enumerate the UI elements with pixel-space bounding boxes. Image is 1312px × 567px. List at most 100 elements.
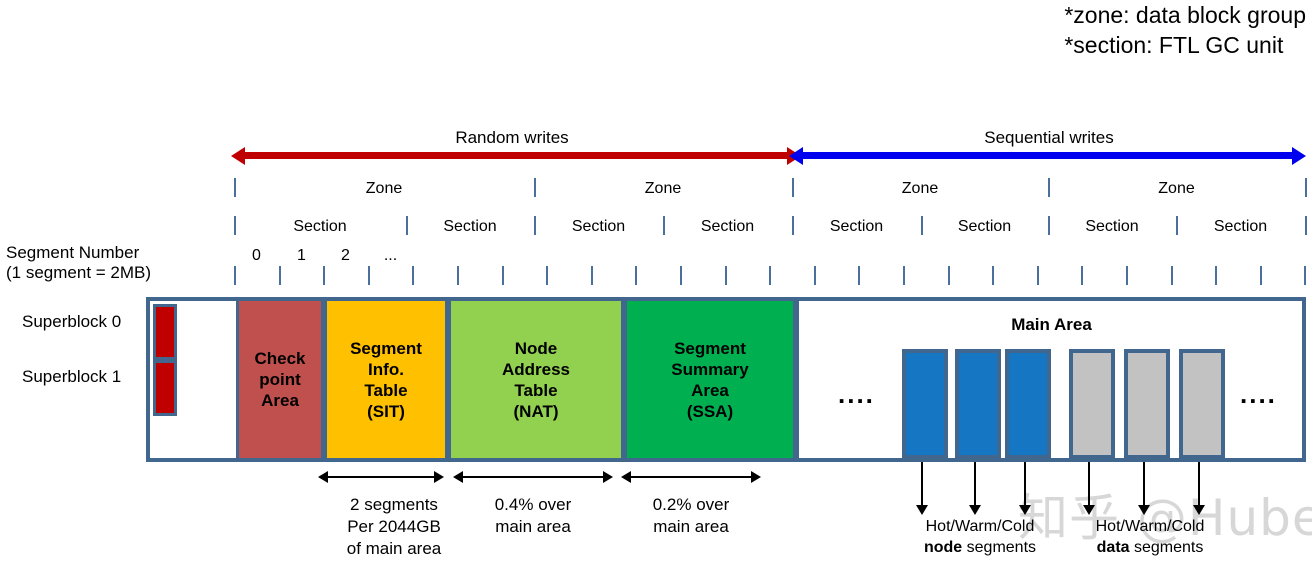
segment-tick-11 (725, 266, 727, 285)
zone-label-3: Zone (1158, 180, 1195, 197)
sit-line-1: Segment (350, 338, 422, 358)
segment-tick-15 (903, 266, 905, 285)
segment-number-2: 2 (341, 247, 350, 264)
section-label-1: Section (443, 218, 497, 235)
segment-number-1: 1 (297, 247, 306, 264)
segment-tick-9 (635, 266, 637, 285)
data-segments-caption-rest: segments (1129, 539, 1204, 556)
data-segments-caption-bold: data (1096, 539, 1130, 556)
section-tick-2 (534, 216, 536, 235)
callout-line-data-3 (1198, 462, 1200, 506)
section-label-2: Section (571, 218, 626, 235)
node-segments-caption-bold: node (923, 539, 963, 556)
main-area-divider (796, 301, 799, 458)
zone-tick-2 (792, 178, 794, 197)
nat-line-4: (NAT) (513, 401, 559, 421)
callout-line-data-2 (1143, 462, 1145, 506)
segment-number-3: ... (383, 247, 398, 264)
main-area-left-ellipsis: .... (838, 379, 875, 409)
node-segments-caption-line-1: Hot/Warm/Cold (925, 518, 1035, 535)
segment-number-label-line2: (1 segment = 2MB) (6, 263, 152, 282)
callout-head-data-3 (1193, 505, 1205, 515)
section-label-6: Section (1085, 218, 1139, 235)
measure-sit-line-1: 2 segments (350, 495, 438, 514)
note-zone: *zone: data block group (1064, 2, 1306, 28)
measure-ssa-line-1: 0.2% over (652, 495, 730, 514)
segment-tick-12 (769, 266, 771, 285)
callout-head-node-1 (916, 505, 928, 515)
measure-nat-line-1: 0.4% over (494, 495, 572, 514)
callout-line-node-1 (921, 462, 923, 506)
callout-line-node-3 (1024, 462, 1026, 506)
ssa-line-1: Segment (674, 338, 746, 358)
node-segment-block-3 (1005, 349, 1051, 459)
nat-line-1: Node (514, 338, 558, 358)
measure-ssa-line-2: main area (653, 517, 729, 536)
superblock-0-label: Superblock 0 (22, 312, 122, 331)
section-tick-8 (1305, 216, 1307, 235)
zone-label-1: Zone (644, 180, 682, 197)
sit-line-3: Table (364, 380, 408, 400)
section-tick-4 (792, 216, 794, 235)
segment-tick-1 (279, 266, 281, 285)
segment-tick-19 (1081, 266, 1083, 285)
node-segment-block-1 (902, 349, 948, 459)
note-section: *section: FTL GC unit (1064, 32, 1284, 58)
superblock-1-label: Superblock 1 (22, 367, 122, 386)
segment-tick-6 (502, 266, 504, 285)
segment-number-label-line1: Segment Number (6, 243, 140, 262)
segment-tick-23 (1260, 266, 1262, 285)
segment-tick-4 (412, 266, 414, 285)
watermark: 知乎 @Huber潘 (1018, 489, 1312, 547)
nat-line-2: Address (501, 359, 571, 379)
superblock-0-block (153, 304, 177, 360)
random-writes-label: Random writes (455, 128, 569, 147)
data-segment-block-2 (1124, 349, 1170, 459)
section-tick-7 (1176, 216, 1178, 235)
segment-tick-13 (814, 266, 816, 285)
segment-tick-17 (992, 266, 994, 285)
nat-line-3: Table (514, 380, 558, 400)
segment-tick-21 (1171, 266, 1173, 285)
checkpoint-line-2: point (259, 370, 301, 389)
segment-tick-24 (1304, 266, 1306, 285)
segment-tick-22 (1215, 266, 1217, 285)
measure-sit-line-3: of main area (346, 539, 442, 558)
section-label-4: Section (829, 218, 884, 235)
section-tick-6 (1048, 216, 1050, 235)
data-segment-block-3 (1179, 349, 1225, 459)
segment-summary-area-block: Segment Summary Area (SSA) (624, 301, 796, 458)
segment-tick-18 (1037, 266, 1039, 285)
segment-info-table-block: Segment Info. Table (SIT) (324, 301, 448, 458)
node-segments-caption: Hot/Warm/Cold node segments (905, 516, 1055, 558)
zone-tick-4 (1305, 178, 1307, 197)
main-area-title: Main Area (1011, 315, 1092, 334)
segment-tick-20 (1126, 266, 1128, 285)
f2fs-layout-frame: Check point Area Segment Info. Table (SI… (146, 297, 1306, 462)
segment-tick-0 (234, 266, 236, 285)
node-segment-block-2 (955, 349, 1001, 459)
callout-head-node-2 (969, 505, 981, 515)
segment-tick-8 (591, 266, 593, 285)
sequential-writes-label: Sequential writes (984, 128, 1114, 147)
callout-head-data-2 (1138, 505, 1150, 515)
sit-line-4: (SIT) (367, 401, 405, 421)
measure-nat-line-2: main area (495, 517, 571, 536)
section-label-0: Section (293, 218, 347, 235)
sit-line-2: Info. (368, 359, 404, 379)
section-tick-5 (921, 216, 923, 235)
legend-notes: *zone: data block group *section: FTL GC… (1064, 0, 1306, 60)
callout-line-data-1 (1088, 462, 1090, 506)
data-segments-caption: Hot/Warm/Cold data segments (1075, 516, 1225, 558)
zone-label-2: Zone (901, 180, 939, 197)
zone-tick-0 (234, 178, 236, 197)
ssa-line-2: Summary (671, 359, 749, 379)
node-address-table-block: Node Address Table (NAT) (448, 301, 624, 458)
section-tick-3 (663, 216, 665, 235)
section-tick-1 (406, 216, 408, 235)
checkpoint-line-3: Area (261, 391, 299, 410)
measure-sit-line-2: Per 2044GB (347, 517, 441, 536)
segment-tick-10 (680, 266, 682, 285)
segment-number-0: 0 (252, 247, 261, 264)
segment-tick-3 (368, 266, 370, 285)
